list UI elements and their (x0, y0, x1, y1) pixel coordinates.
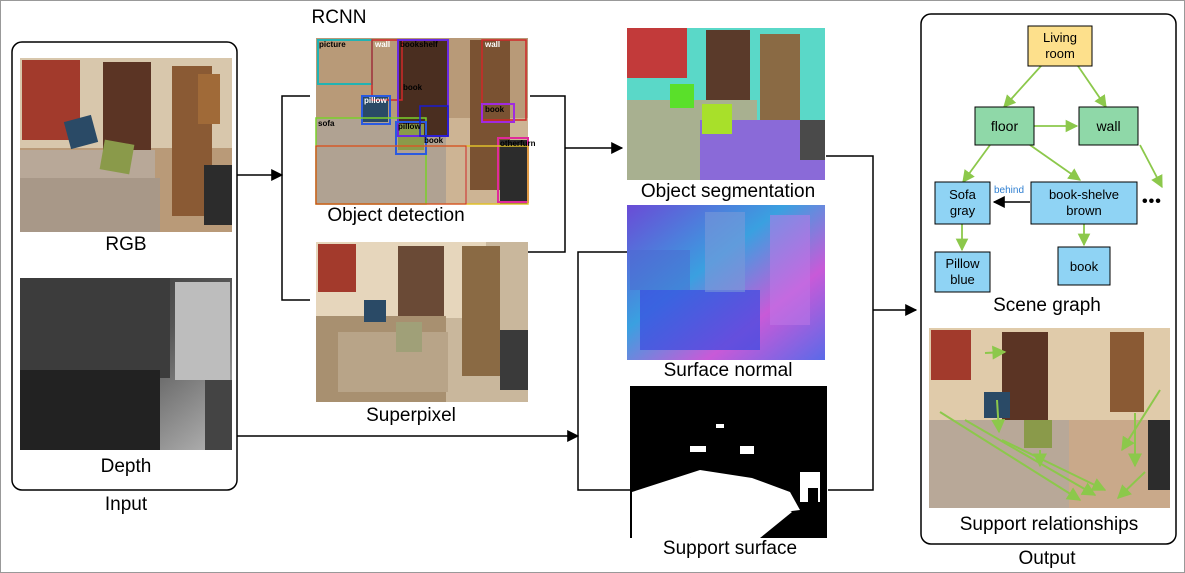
output-box (920, 13, 1177, 545)
det-tag-wall-2: wall (484, 40, 500, 49)
support-relationships-label: Support relationships (959, 514, 1139, 535)
detection-tags: picture wall bookshelf wall pillow book … (318, 40, 536, 148)
node-living-room (1027, 25, 1093, 67)
support-surface-image (630, 386, 827, 538)
scene-graph-edges (955, 65, 1163, 252)
object-detection-label: Object detection (327, 205, 465, 226)
det-tag-book-1: book (403, 83, 423, 92)
rcnn-label: RCNN (311, 7, 367, 28)
node-book (1057, 246, 1111, 286)
object-detection-image (315, 38, 529, 205)
det-tag-bookshelf: bookshelf (400, 40, 438, 49)
node-pillow-text: Pillow blue (945, 256, 980, 287)
node-living-room-text: Living room (1043, 30, 1077, 61)
flow-connectors (237, 95, 918, 491)
surface-normal-label: Surface normal (663, 360, 793, 381)
input-label: Input (104, 494, 148, 515)
rgb-image (20, 58, 232, 232)
output-label: Output (1018, 548, 1076, 569)
depth-image (20, 278, 232, 450)
depth-label: Depth (100, 456, 152, 477)
node-sofa (934, 181, 991, 225)
node-wall (1078, 106, 1139, 146)
behind-label: behind (994, 185, 1025, 196)
det-tag-otherfurn: otherfurn (500, 139, 536, 148)
node-pillow (934, 251, 991, 293)
rgb-label: RGB (105, 234, 147, 255)
node-bookshelve (1030, 181, 1138, 225)
det-tag-book-2: book (485, 105, 505, 114)
superpixel-label: Superpixel (366, 405, 456, 426)
support-arrows (939, 345, 1161, 501)
node-sofa-text: Sofa gray (949, 187, 976, 218)
superpixel-image (316, 242, 528, 402)
object-segmentation-image (627, 28, 825, 180)
surface-normal-image (627, 205, 825, 360)
det-tag-pillow-1: pillow (364, 96, 387, 105)
det-tag-sofa: sofa (318, 119, 335, 128)
det-tag-book-3: book (424, 136, 444, 145)
det-tag-picture: picture (319, 40, 346, 49)
input-box (11, 41, 238, 491)
support-relationships-image (929, 328, 1170, 508)
det-tag-wall-1: wall (374, 40, 390, 49)
det-tag-pillow-2: pillow (398, 122, 421, 131)
node-bookshelve-text: book-shelve brown (1048, 187, 1120, 218)
node-floor-text: floor (990, 118, 1019, 134)
ellipsis-marker: ••• (1142, 193, 1162, 210)
node-floor (974, 106, 1035, 146)
scene-graph-label: Scene graph (993, 295, 1101, 316)
support-surface-label: Support surface (662, 538, 798, 559)
object-segmentation-label: Object segmentation (640, 181, 816, 202)
node-book-text: book (1069, 258, 1099, 274)
node-wall-text: wall (1096, 118, 1121, 134)
